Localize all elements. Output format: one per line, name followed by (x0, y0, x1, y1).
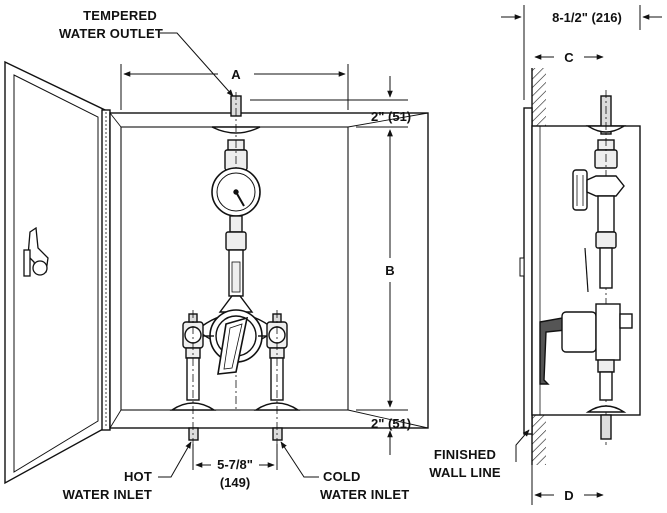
dimension-b-label: B (385, 263, 394, 278)
side-view (501, 5, 662, 505)
cold-inlet-leader (280, 441, 319, 478)
wall-line-leader (515, 429, 530, 462)
dimension-d-label: D (564, 488, 573, 503)
dimension-c-label: C (564, 50, 574, 65)
side-cabinet-box (519, 107, 641, 435)
cabinet-door (4, 60, 111, 485)
valve-body (218, 215, 254, 313)
dimension-a (120, 64, 349, 110)
finished-wall (531, 68, 546, 465)
mixing-valve (195, 309, 277, 375)
door-latch (23, 226, 49, 277)
side-mixing-valve (539, 303, 633, 440)
tempered-outlet-label: WATER OUTLET (59, 26, 163, 41)
inlet-spacing-label: 5-7/8" (217, 457, 253, 472)
tempered-outlet-leader (160, 32, 234, 97)
finished-wall-label: WALL LINE (429, 465, 501, 480)
front-view (4, 32, 429, 485)
tempered-outlet-label: TEMPERED (83, 8, 157, 23)
cold-inlet-label: COLD (323, 469, 361, 484)
dimension-depth (501, 5, 662, 100)
dimension-d (531, 465, 604, 505)
inlet-spacing-mm-label: (149) (220, 475, 250, 490)
cold-check-stop (253, 310, 301, 444)
side-thermometer (572, 169, 625, 293)
hot-inlet-leader (158, 441, 192, 478)
hot-check-stop (169, 310, 217, 444)
dimension-b (250, 76, 408, 455)
dimension-top-gap-label: 2" (51) (371, 109, 411, 124)
dimension-bottom-gap-label: 2" (51) (371, 416, 411, 431)
dimension-inlet-spacing (192, 444, 278, 470)
hot-inlet-label: WATER INLET (63, 487, 152, 502)
dimension-depth-label: 8-1/2" (216) (552, 10, 622, 25)
thermometer-gauge (211, 167, 261, 217)
hot-inlet-label: HOT (124, 469, 152, 484)
outlet-pipe (211, 92, 261, 410)
cold-inlet-label: WATER INLET (320, 487, 409, 502)
finished-wall-label: FINISHED (434, 447, 496, 462)
cabinet-box (109, 112, 429, 429)
dimension-a-label: A (231, 67, 241, 82)
